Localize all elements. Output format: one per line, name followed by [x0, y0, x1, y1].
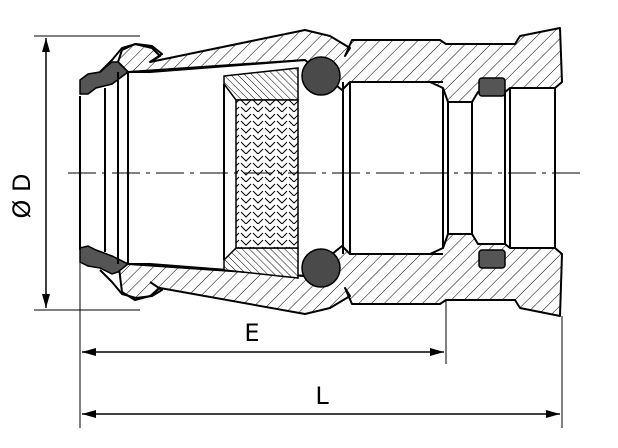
label-diameter: Ø D: [8, 174, 36, 219]
seal-ring-lower: [478, 249, 506, 269]
clamp-lip-lower: [79, 245, 130, 275]
seal-ring-upper: [478, 77, 506, 97]
label-l: L: [315, 382, 329, 410]
grip-ring-upper-band: [223, 67, 299, 101]
o-ring-upper: [301, 56, 341, 96]
grip-ring-lower-band: [223, 247, 299, 279]
grip-ring-teeth: [235, 99, 299, 249]
label-e: E: [244, 319, 259, 347]
o-ring-lower: [301, 248, 341, 288]
body-lower-section: [117, 233, 563, 317]
